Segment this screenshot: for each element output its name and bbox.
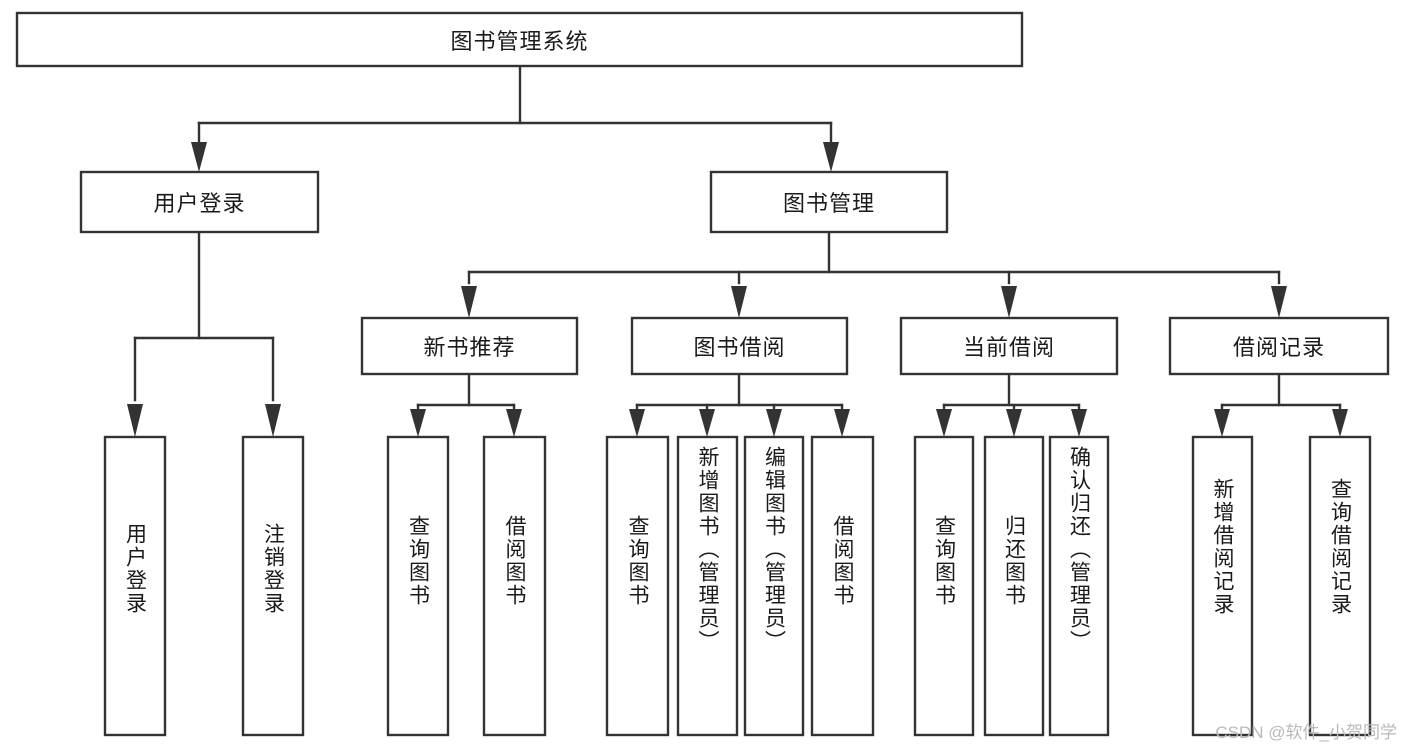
arrow-head-leaf-query-book-2 [629, 409, 645, 437]
arrow-head-leaf-query-book-3 [936, 409, 952, 437]
node-new-book-recommend[interactable] [360, 316, 579, 376]
node-leaf-return-book[interactable] [983, 435, 1045, 737]
arrow-head-leaf-borrow-book-2 [834, 409, 850, 437]
arrow-head-borrow-record [1271, 286, 1287, 318]
node-book-borrow[interactable] [630, 316, 849, 376]
node-leaf-user-logout[interactable] [241, 435, 305, 737]
arrow-head-leaf-confirm-return [1071, 409, 1087, 437]
connector-group-book-manage [461, 230, 1287, 318]
node-leaf-query-book-1[interactable] [386, 435, 450, 737]
arrow-head-leaf-query-book-1 [410, 409, 426, 437]
node-root[interactable] [15, 11, 1024, 68]
node-book-manage[interactable] [709, 170, 949, 234]
node-user-login[interactable] [79, 170, 320, 234]
node-current-borrow[interactable] [899, 316, 1119, 376]
arrow-head-user-login [191, 142, 207, 172]
arrow-head-new-book-recommend [461, 286, 477, 318]
connector-group-root [191, 64, 839, 172]
arrow-head-leaf-borrow-book-1 [506, 409, 522, 437]
node-leaf-user-login[interactable] [103, 435, 167, 737]
arrow-head-current-borrow [1001, 286, 1017, 318]
node-leaf-borrow-book-1[interactable] [482, 435, 547, 737]
connector-group-current-borrow [936, 372, 1087, 437]
arrow-head-leaf-add-record [1214, 409, 1230, 437]
node-leaf-query-book-2[interactable] [605, 435, 670, 737]
arrow-head-leaf-return-book [1006, 409, 1022, 437]
arrow-head-book-manage [823, 142, 839, 172]
node-leaf-confirm-return[interactable] [1048, 435, 1110, 737]
connector-group-borrow-record [1214, 372, 1348, 437]
node-leaf-add-book[interactable] [676, 435, 739, 737]
arrow-head-leaf-edit-book [766, 409, 782, 437]
connector-group-book-borrow [629, 372, 850, 437]
node-leaf-query-record[interactable] [1308, 435, 1372, 737]
node-borrow-record[interactable] [1168, 316, 1390, 376]
connector-group-new-book-recommend [410, 372, 522, 437]
arrow-head-leaf-add-book [699, 409, 715, 437]
node-leaf-add-record[interactable] [1191, 435, 1254, 737]
connector-group-user-login [127, 230, 281, 437]
arrow-head-leaf-user-logout [265, 404, 281, 437]
node-leaf-borrow-book-2[interactable] [810, 435, 875, 737]
arrow-head-book-borrow [731, 286, 747, 318]
node-leaf-query-book-3[interactable] [913, 435, 975, 737]
arrow-head-leaf-query-record [1332, 409, 1348, 437]
arrow-head-leaf-user-login [127, 404, 143, 437]
node-leaf-edit-book[interactable] [743, 435, 805, 737]
